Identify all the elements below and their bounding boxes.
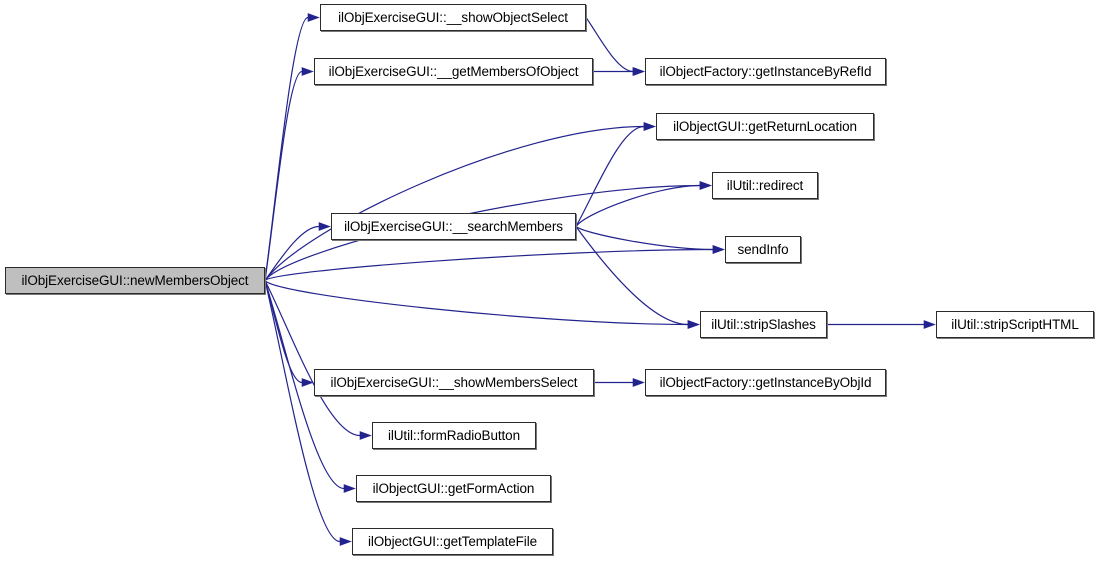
graph-arrowhead-searchMembers-to-sendInfo [712,245,725,254]
graph-edge-newMembersObject-to-getTemplateFile [264,280,341,543]
graph-edge-newMembersObject-to-showObjectSelect [264,16,309,281]
graph-node-getInstanceByRefId[interactable]: ilObjectFactory::getInstanceByRefId [645,58,886,85]
graph-node-showObjectSelect[interactable]: ilObjExerciseGUI::__showObjectSelect [320,4,586,31]
graph-arrowhead-newMembersObject-to-getFormAction [343,484,356,493]
graph-node-stripSlashes[interactable]: ilUtil::stripSlashes [700,311,827,338]
graph-arrowhead-showMembersSelect-to-getInstanceByObjId [632,378,645,387]
graph-node-formRadioButton[interactable]: ilUtil::formRadioButton [372,422,536,449]
graph-edge-searchMembers-to-redirect [575,184,701,227]
graph-arrowhead-stripSlashes-to-stripScriptHTML [923,320,936,329]
graph-node-getReturnLocation[interactable]: ilObjectGUI::getReturnLocation [656,113,874,140]
graph-edge-newMembersObject-to-getReturnLocation [264,125,645,281]
graph-edge-newMembersObject-to-searchMembers [264,225,320,281]
graph-node-sendInfo[interactable]: sendInfo [725,236,801,263]
graph-arrowhead-newMembersObject-to-showObjectSelect [307,13,320,22]
graph-node-getMembersOfObject[interactable]: ilObjExerciseGUI::__getMembersOfObject [314,58,593,85]
graph-arrowhead-newMembersObject-to-getMembersOfObject [301,67,314,76]
graph-arrowhead-getMembersOfObject-to-getInstanceByRefId [632,67,645,76]
graph-edge-newMembersObject-to-sendInfo [264,248,714,282]
graph-node-searchMembers[interactable]: ilObjExerciseGUI::__searchMembers [331,213,576,240]
graph-node-getFormAction[interactable]: ilObjectGUI::getFormAction [356,475,551,502]
graph-arrowhead-searchMembers-to-stripSlashes [687,320,700,329]
graph-edge-newMembersObject-to-getMembersOfObject [264,70,303,281]
graph-arrowhead-searchMembers-to-redirect [699,181,712,190]
graph-arrowhead-newMembersObject-to-getTemplateFile [339,537,352,546]
graph-node-newMembersObject[interactable]: ilObjExerciseGUI::newMembersObject [5,267,265,294]
graph-arrowhead-searchMembers-to-getReturnLocation [643,122,656,131]
graph-arrowhead-newMembersObject-to-showMembersSelect [301,378,314,387]
graph-arrowhead-newMembersObject-to-formRadioButton [359,431,372,440]
graph-node-redirect[interactable]: ilUtil::redirect [712,172,818,199]
graph-edge-newMembersObject-to-stripSlashes [264,280,689,326]
graph-edge-showObjectSelect-to-getInstanceByRefId [585,17,634,73]
graph-edge-newMembersObject-to-formRadioButton [264,280,361,437]
graph-node-stripScriptHTML[interactable]: ilUtil::stripScriptHTML [936,311,1094,338]
graph-node-getTemplateFile[interactable]: ilObjectGUI::getTemplateFile [352,528,553,555]
graph-edge-searchMembers-to-sendInfo [575,225,714,251]
graph-node-showMembersSelect[interactable]: ilObjExerciseGUI::__showMembersSelect [314,369,594,396]
graph-node-getInstanceByObjId[interactable]: ilObjectFactory::getInstanceByObjId [645,369,886,396]
graph-edge-newMembersObject-to-getFormAction [264,280,345,490]
graph-edge-searchMembers-to-stripSlashes [575,226,689,326]
graph-arrowhead-newMembersObject-to-searchMembers [318,222,331,231]
graph-edge-searchMembers-to-getReturnLocation [575,125,645,227]
